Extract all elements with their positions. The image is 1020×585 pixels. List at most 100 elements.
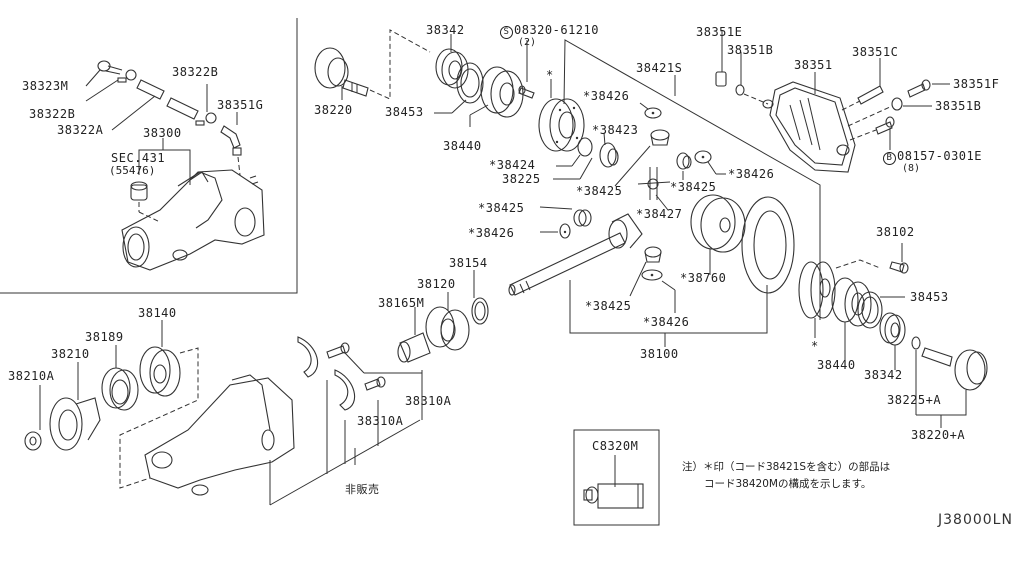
fastener-part-number: 08157-0301E bbox=[897, 149, 982, 163]
part-label-38351f[interactable]: 38351F bbox=[953, 77, 1000, 91]
part-label-38426[interactable]: *38426 bbox=[643, 315, 690, 329]
part-label-38140[interactable]: 38140 bbox=[138, 306, 177, 320]
part-label-38425[interactable]: *38425 bbox=[576, 184, 623, 198]
pinion-gear-38425-icon bbox=[650, 129, 670, 146]
part-label-38323m[interactable]: 38323M bbox=[22, 79, 69, 93]
breather-38351g-icon bbox=[220, 125, 242, 156]
part-label-38322a[interactable]: 38322A bbox=[57, 123, 104, 137]
bolt-38323m-icon bbox=[97, 60, 123, 75]
part-label-38425[interactable]: *38425 bbox=[585, 299, 632, 313]
side-gear-38423-icon bbox=[599, 142, 619, 168]
bolt-icon bbox=[875, 116, 895, 135]
spacer-38165m-icon bbox=[397, 332, 431, 363]
fastener-part-number: 08320-61210 bbox=[514, 23, 599, 37]
thrust-washer-38424-icon bbox=[577, 137, 593, 157]
star-marker: * bbox=[811, 339, 819, 353]
part-label-38165m[interactable]: 38165M bbox=[378, 296, 425, 310]
part-label-38351[interactable]: 38351 bbox=[794, 58, 833, 72]
bolt-38102-icon bbox=[889, 261, 909, 274]
hose-icon bbox=[136, 79, 165, 100]
part-label-38425[interactable]: *38425 bbox=[670, 180, 717, 194]
part-label-38440[interactable]: 38440 bbox=[443, 139, 482, 153]
section-reference[interactable]: SEC.431 bbox=[111, 151, 166, 165]
part-label-38427[interactable]: *38427 bbox=[636, 207, 683, 221]
plug-38351e-icon bbox=[715, 71, 727, 87]
bearing-38140-icon bbox=[139, 346, 181, 397]
part-label-38426[interactable]: *38426 bbox=[728, 167, 775, 181]
ring-gear-icon bbox=[741, 196, 795, 294]
gear-carrier-icon bbox=[144, 374, 295, 496]
differential-assembly-icon bbox=[121, 169, 265, 271]
side-gear-38425-icon bbox=[573, 209, 592, 227]
rear-cover-38351-icon bbox=[762, 81, 856, 173]
part-label-38225[interactable]: 38225 bbox=[502, 172, 541, 186]
sealant-tube-icon bbox=[583, 483, 644, 509]
part-label-38760[interactable]: *38760 bbox=[680, 271, 727, 285]
drive-pinion-38100-icon bbox=[508, 213, 643, 296]
part-label-38423[interactable]: *38423 bbox=[592, 123, 639, 137]
part-label-38120[interactable]: 38120 bbox=[417, 277, 456, 291]
flange-38220-icon bbox=[314, 47, 369, 97]
part-label-38310a[interactable]: 38310A bbox=[357, 414, 404, 428]
fastener-quantity: (2) bbox=[518, 37, 537, 48]
part-label-38220-plus-a[interactable]: 38220+A bbox=[911, 428, 966, 442]
part-label-38322b[interactable]: 38322B bbox=[29, 107, 76, 121]
part-label-38426[interactable]: *38426 bbox=[468, 226, 515, 240]
part-label-38225-plus-a[interactable]: 38225+A bbox=[887, 393, 942, 407]
washer-38426-icon bbox=[644, 107, 662, 119]
bearing-38440-icon bbox=[831, 277, 872, 327]
footnote: 注）＊印（コード38421Sを含む）の部品は コード38420Mの構成を示します… bbox=[682, 459, 890, 493]
s-symbol-icon: S bbox=[500, 26, 513, 39]
part-label-38322b[interactable]: 38322B bbox=[172, 65, 219, 79]
pinion-gear-38425-icon bbox=[676, 152, 692, 170]
part-label-38342[interactable]: 38342 bbox=[864, 368, 903, 382]
part-label-38342[interactable]: 38342 bbox=[426, 23, 465, 37]
b-symbol-icon: B bbox=[883, 152, 896, 165]
part-label-38421s[interactable]: 38421S bbox=[636, 61, 683, 75]
part-label-38351b[interactable]: 38351B bbox=[727, 43, 774, 57]
bearing-38120-icon bbox=[425, 306, 470, 351]
part-label-38426[interactable]: *38426 bbox=[583, 89, 630, 103]
fastener-quantity: (8) bbox=[902, 163, 921, 174]
part-label-38210a[interactable]: 38210A bbox=[8, 369, 55, 383]
part-label-38424[interactable]: *38424 bbox=[489, 158, 536, 172]
gasket-38351b-icon bbox=[735, 84, 745, 96]
washer-38426-icon bbox=[559, 223, 571, 239]
clamp-icon bbox=[117, 69, 137, 83]
bolt-38351f-icon bbox=[907, 79, 931, 98]
washer-38426-icon bbox=[641, 269, 663, 281]
part-label-38300[interactable]: 38300 bbox=[143, 126, 182, 140]
ring-gear-38760-icon bbox=[690, 194, 746, 253]
bearing-cap-icon bbox=[334, 369, 355, 411]
shim-38453-icon bbox=[456, 62, 484, 104]
kit-label-c8320m[interactable]: C8320M bbox=[592, 439, 639, 453]
part-label-38351b[interactable]: 38351B bbox=[935, 99, 982, 113]
part-label-38310a[interactable]: 38310A bbox=[405, 394, 452, 408]
bearing-38342-icon bbox=[879, 312, 906, 346]
part-label-38453[interactable]: 38453 bbox=[910, 290, 949, 304]
part-label-38351g[interactable]: 38351G bbox=[217, 98, 264, 112]
part-label-38210[interactable]: 38210 bbox=[51, 347, 90, 361]
washer-38351b-icon bbox=[891, 97, 903, 111]
part-label-38425[interactable]: *38425 bbox=[478, 201, 525, 215]
companion-flange-38210-icon bbox=[49, 397, 101, 451]
footnote-line: コード38420Mの構成を示します。 bbox=[704, 478, 872, 490]
not-sold-label: 非販売 bbox=[345, 483, 380, 496]
part-label-38100[interactable]: 38100 bbox=[640, 347, 679, 361]
nut-38210a-icon bbox=[24, 431, 42, 451]
part-label-38154[interactable]: 38154 bbox=[449, 256, 488, 270]
section-reference-sub: (55476) bbox=[109, 164, 156, 177]
part-label-38220[interactable]: 38220 bbox=[314, 103, 353, 117]
part-label-38351c[interactable]: 38351C bbox=[852, 45, 899, 59]
part-label-38440[interactable]: 38440 bbox=[817, 358, 856, 372]
part-label-38189[interactable]: 38189 bbox=[85, 330, 124, 344]
pinion-gear-38425-icon bbox=[644, 246, 662, 263]
part-label-38453[interactable]: 38453 bbox=[385, 105, 424, 119]
part-label-38351e[interactable]: 38351E bbox=[696, 25, 743, 39]
snap-ring-icon bbox=[911, 336, 921, 350]
part-label-38102[interactable]: 38102 bbox=[876, 225, 915, 239]
